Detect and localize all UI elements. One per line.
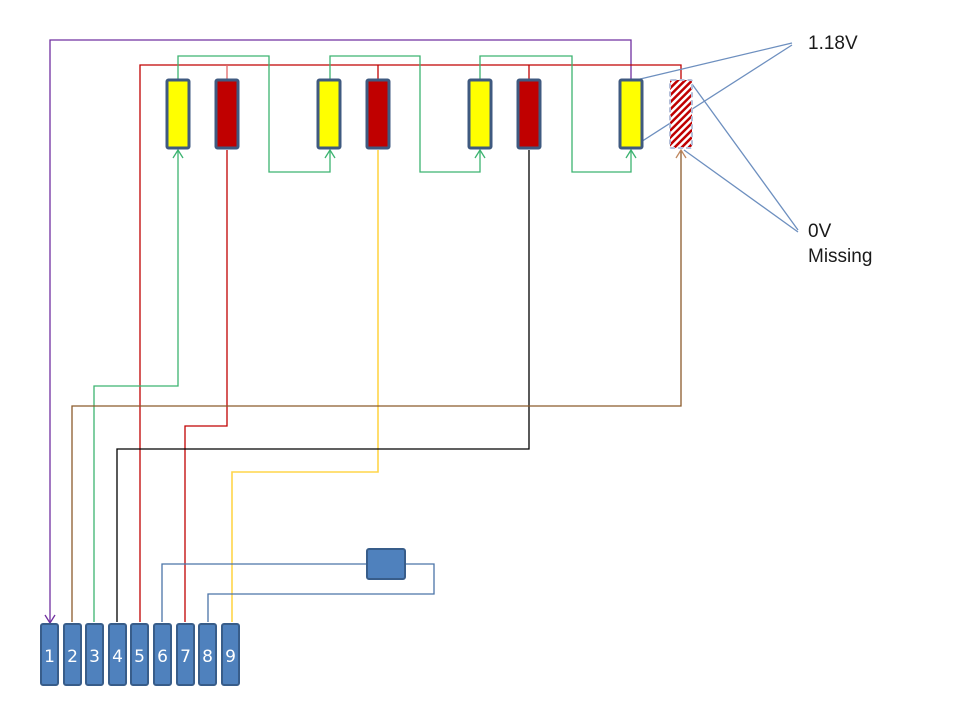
component-yellow-y2 [316,78,342,150]
component-red-r1 [214,78,240,150]
wire-blue-pin6 [161,563,367,622]
connector-pin-label: 5 [134,647,145,667]
connector-pin-1 [40,623,59,686]
inline-component-box [366,548,406,580]
connector-pin-7 [176,623,195,686]
wire-green-in [93,150,179,622]
connector-pin-label: 8 [202,647,213,667]
wire-black [116,150,530,622]
callout-0v-b [683,149,799,233]
wire-brown [71,150,682,622]
connector-pin-label: 7 [180,647,191,667]
connector-pin-label: 4 [112,647,123,667]
connector-pin-3 [85,623,104,686]
wire-green-y2-y3 [329,55,481,173]
component-missing-r4 [669,79,693,149]
wire-red-r1 [184,150,228,622]
connector-pin-label: 9 [225,647,236,667]
wire-blue-pin8 [207,563,435,622]
arrow-brown [675,148,687,159]
connector-pin-label: 2 [67,647,78,667]
connector-pin-4 [108,623,127,686]
connector-pin-8 [198,623,217,686]
arrow-green-y2 [324,148,336,159]
component-yellow-y3 [467,78,493,150]
missing-word-label: Missing [808,246,873,267]
arrow-green-y4 [625,148,637,159]
connector-pin-label: 6 [157,647,168,667]
connector-pin-label: 3 [89,647,100,667]
component-yellow-y1 [165,78,191,150]
wire-green-y3-y4 [479,55,632,173]
callout-1-18v-a [635,42,793,81]
missing-voltage-label: 0V [808,221,832,242]
connector-pin-9 [221,623,240,686]
component-row [165,78,693,150]
connector-pin-label: 1 [44,647,55,667]
component-red-r3 [516,78,542,150]
wire-red-bus [139,64,682,622]
wire-green-y1-y2 [177,55,331,173]
wire-purple [49,39,632,622]
callout-0v-a [691,83,799,231]
arrow-green-y3 [474,148,486,159]
wire-yellow [231,150,379,622]
voltage-label: 1.18V [808,33,858,54]
component-red-r2 [365,78,391,150]
connector-pin-6 [153,623,172,686]
connector-pin-5 [130,623,149,686]
component-yellow-y4 [618,78,644,150]
connector-pin-2 [63,623,82,686]
arrow-green-y1 [172,148,184,159]
callout-1-18v-b [632,44,793,148]
